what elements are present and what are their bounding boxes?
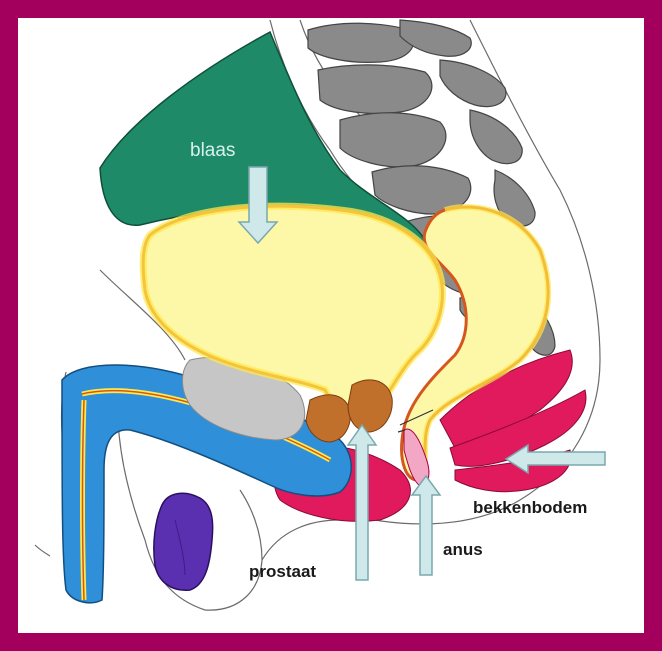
prostaat-label: prostaat (249, 562, 316, 582)
blaas-label: blaas (190, 140, 235, 162)
bekkenbodem-label: bekkenbodem (473, 498, 587, 518)
anus-label: anus (443, 540, 483, 560)
testis (154, 493, 213, 590)
